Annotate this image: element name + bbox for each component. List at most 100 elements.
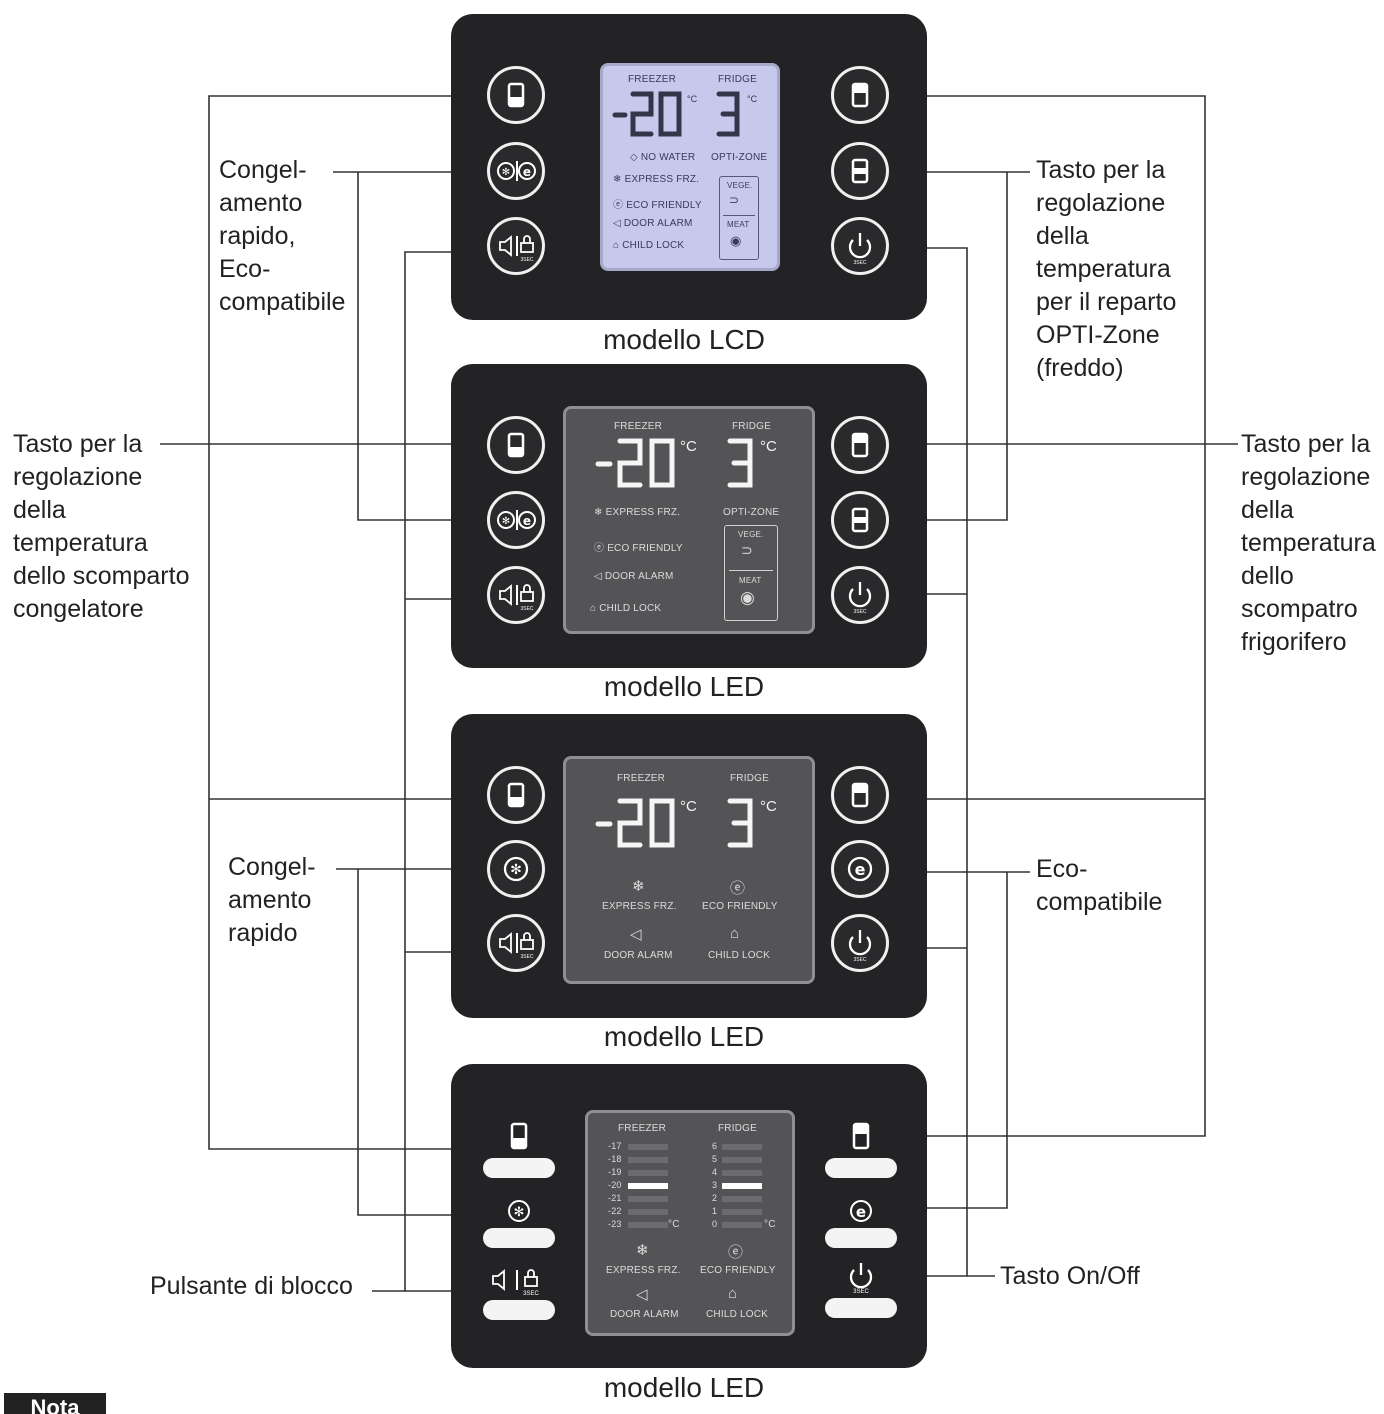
fridge-temp-readout: °C xyxy=(727,798,777,848)
svg-text:°C: °C xyxy=(680,798,697,815)
fridge-label: FRIDGE xyxy=(718,74,757,85)
speaker-icon: ◁ xyxy=(594,571,602,582)
button-caption: 3SEC xyxy=(853,957,866,963)
svg-text:e: e xyxy=(523,165,531,179)
alarm-lock-key[interactable]: 3SEC xyxy=(483,1264,555,1298)
eco-button[interactable]: e xyxy=(831,840,889,898)
scale-label: -19 xyxy=(608,1167,622,1177)
zone-selector: VEGE. ⊃ MEAT ◉ xyxy=(724,525,778,621)
opti-zone-button[interactable] xyxy=(831,491,889,549)
scale-label: -17 xyxy=(608,1141,622,1151)
zone-selector: VEGE. ⊃ MEAT ◉ xyxy=(719,176,759,260)
model-led-caption-2: modello LED xyxy=(603,1021,765,1052)
svg-text:✻: ✻ xyxy=(514,1205,525,1220)
callout-fridge-temp: Tasto per la regolazione della temperatu… xyxy=(1241,430,1376,656)
scale-bar xyxy=(628,1157,668,1163)
freezer-temp-key[interactable] xyxy=(483,1120,555,1154)
freezer-temp-readout: °C xyxy=(612,91,698,137)
freezer-temp-button[interactable] xyxy=(487,416,545,474)
eco-button[interactable] xyxy=(825,1228,897,1248)
fridge-temp-button[interactable] xyxy=(831,766,889,824)
scale-bar xyxy=(722,1196,762,1202)
button-caption: 3SEC xyxy=(853,609,866,615)
lock-icon: ⌂ xyxy=(590,603,597,614)
alarm-lock-button[interactable]: 3SEC xyxy=(487,914,545,972)
eco-icon: ⓔ xyxy=(728,1244,744,1261)
power-key[interactable]: 3SEC xyxy=(825,1260,897,1295)
child-lock-label: CHILD LOCK xyxy=(708,950,771,961)
eco-friendly-indicator: ⓔ ECO FRIENDLY xyxy=(594,543,683,554)
alarm-lock-button[interactable]: 3SEC xyxy=(487,217,545,275)
callout-rapid: Congel- amento rapido xyxy=(228,853,316,947)
lock-icon xyxy=(520,939,534,950)
led-display-1: FREEZER FRIDGE °C °C ❄ EXPRESS FRZ. OPTI… xyxy=(563,406,815,634)
express-freeze-icon xyxy=(497,511,515,529)
button-caption: 3SEC xyxy=(853,1289,869,1294)
lock-icon xyxy=(520,242,534,253)
meat-icon: ◉ xyxy=(730,233,742,248)
led-display-2: FREEZER FRIDGE °C °C ❄ EXPRESS FRZ. ⓔ EC… xyxy=(563,756,815,984)
rapid-eco-button[interactable]: ✻e xyxy=(487,491,545,549)
express-freeze-key[interactable]: ✻ xyxy=(483,1194,555,1228)
power-button[interactable]: 3SEC xyxy=(831,914,889,972)
fridge-temp-button[interactable] xyxy=(825,1158,897,1178)
speaker-icon: ◁ xyxy=(613,218,621,229)
child-lock-indicator: ⌂ CHILD LOCK xyxy=(590,603,662,614)
scale-bar xyxy=(722,1222,762,1228)
lock-icon xyxy=(520,591,534,602)
power-button[interactable]: 3SEC xyxy=(831,217,889,275)
power-button[interactable]: 3SEC xyxy=(831,566,889,624)
fridge-temp-readout: °C xyxy=(716,91,758,137)
meat-label: MEAT xyxy=(727,220,750,229)
alarm-lock-button[interactable]: 3SEC xyxy=(487,566,545,624)
power-icon xyxy=(849,1269,873,1289)
svg-text:e: e xyxy=(856,1203,866,1221)
express-freeze-button[interactable]: ✻ xyxy=(487,840,545,898)
express-frz-label: EXPRESS FRZ. xyxy=(606,1265,681,1276)
carrot-icon: ⊃ xyxy=(729,193,740,207)
scale-bar xyxy=(722,1170,762,1176)
model-led-caption-3: modello LED xyxy=(603,1372,765,1403)
lcd-display: FREEZER FRIDGE °C °C ◇ NO WATER OPTI-ZON… xyxy=(600,63,780,271)
express-frz-label: EXPRESS FRZ. xyxy=(602,901,677,912)
freezer-temp-button[interactable] xyxy=(487,66,545,124)
svg-text:°C: °C xyxy=(760,438,777,455)
express-freeze-button[interactable] xyxy=(483,1228,555,1248)
scale-bar-active xyxy=(722,1183,762,1189)
fridge-temp-button[interactable] xyxy=(831,66,889,124)
button-caption: 3SEC xyxy=(520,954,533,960)
led-panel-3: ✻ 3SEC e 3SEC FREEZER FRIDGE -17-18-19-2… xyxy=(451,1064,927,1368)
model-lcd-caption: modello LCD xyxy=(603,324,765,355)
child-lock-label: CHILD LOCK xyxy=(706,1309,769,1320)
eco-key[interactable]: e xyxy=(825,1194,897,1228)
alarm-lock-button[interactable] xyxy=(483,1300,555,1320)
note-heading: Nota xyxy=(4,1393,106,1414)
power-button[interactable] xyxy=(825,1298,897,1318)
eco-icon: ⓔ xyxy=(594,543,605,554)
scale-label: -23 xyxy=(608,1219,622,1229)
scale-label: -22 xyxy=(608,1206,622,1216)
opti-zone-label: OPTI-ZONE xyxy=(711,152,768,163)
opti-zone-button[interactable] xyxy=(831,142,889,200)
express-freeze-icon xyxy=(497,162,515,180)
scale-bar xyxy=(628,1196,668,1202)
express-frz-indicator: ❄ EXPRESS FRZ. xyxy=(594,507,681,518)
scale-label: -20 xyxy=(608,1180,622,1190)
rapid-eco-button[interactable]: ✻e xyxy=(487,142,545,200)
fridge-temp-key[interactable] xyxy=(825,1120,897,1154)
scale-bar xyxy=(722,1144,762,1150)
freezer-unit: °C xyxy=(668,1219,680,1230)
fridge-temp-readout: °C xyxy=(727,438,777,488)
lock-icon xyxy=(524,1276,538,1287)
freezer-temp-button[interactable] xyxy=(483,1158,555,1178)
freezer-temp-button[interactable] xyxy=(487,766,545,824)
callout-opti-zone: Tasto per la regolazione della temperatu… xyxy=(1036,156,1177,382)
eco-friendly-label: ECO FRIENDLY xyxy=(700,1265,776,1276)
svg-text:°C: °C xyxy=(680,438,697,455)
leader-rapid-led xyxy=(336,868,488,1216)
lcd-panel: ✻e 3SEC 3SEC FREEZER FRIDGE °C xyxy=(451,14,927,320)
fridge-temp-button[interactable] xyxy=(831,416,889,474)
callout-onoff: Tasto On/Off xyxy=(1000,1262,1140,1290)
no-water-indicator: ◇ NO WATER xyxy=(630,152,696,163)
